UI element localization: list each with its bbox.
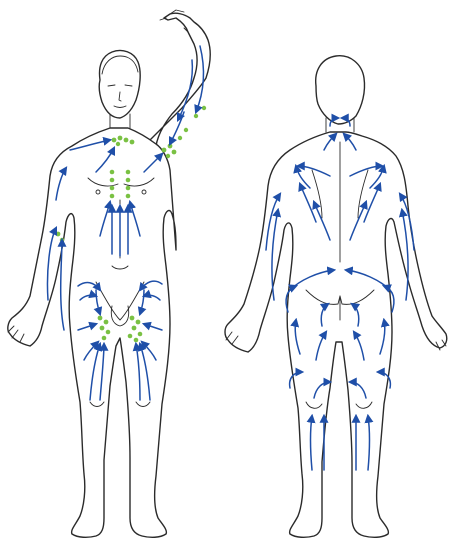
back-head [316, 56, 365, 124]
front-body-figure [8, 10, 210, 537]
back-body-outline [225, 132, 447, 537]
front-raised-arm [150, 13, 210, 146]
front-body-outline [8, 128, 176, 537]
back-body-figure [225, 56, 447, 538]
